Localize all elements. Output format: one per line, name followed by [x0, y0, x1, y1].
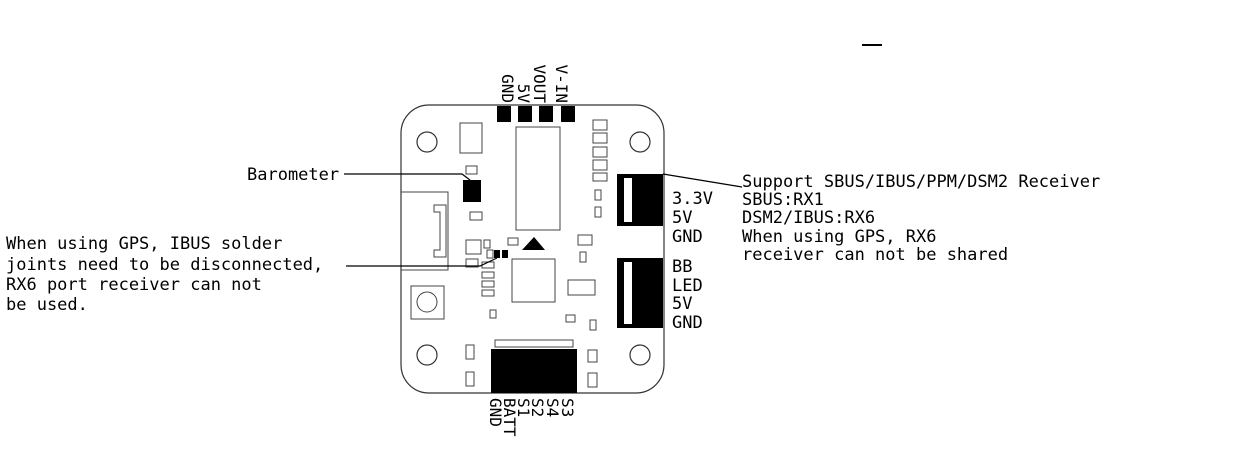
top-pin-label: VOUT: [530, 64, 549, 103]
component-top-left: [459, 122, 483, 154]
mounting-hole-top-left: [416, 131, 438, 153]
right-pin-label: GND: [672, 227, 703, 247]
mounting-hole-top-right: [629, 131, 651, 153]
top-pin-label: GND: [498, 74, 517, 103]
right-pin-label: GND: [672, 313, 703, 333]
right-pin-label: 3.3V: [672, 189, 713, 209]
top-pin-labels: GND 5V VOUT V-IN: [498, 64, 571, 103]
bottom-pin-label: S4: [543, 398, 562, 417]
passives-right: [577, 119, 608, 331]
receiver-leader-line: [662, 173, 743, 188]
gps-note: When using GPS, IBUS solder joints need …: [6, 234, 323, 315]
top-pin-label: 5V: [514, 84, 533, 104]
receiver-note-line: receiver can not be shared: [742, 245, 1008, 265]
bottom-pin-label: BATT: [500, 398, 519, 437]
led-buzzer-connector: [617, 258, 663, 328]
ibus-solder-joints: [486, 249, 508, 259]
receiver-note-line: DSM2/IBUS:RX6: [742, 208, 875, 228]
gps-note-line: be used.: [6, 295, 88, 315]
bottom-pin-label: S3: [558, 398, 577, 417]
barometer-leader-line: [344, 173, 471, 181]
bottom-pin-label: GND: [486, 398, 505, 427]
right-pin-label: 5V: [672, 294, 692, 314]
gps-note-line: joints need to be disconnected,: [6, 255, 323, 275]
receiver-note-line: SBUS:RX1: [742, 190, 824, 210]
right-pin-label: 5V: [672, 208, 692, 228]
receiver-note-line: When using GPS, RX6: [742, 227, 936, 247]
bottom-connector-outline: [494, 339, 574, 348]
bottom-pin-label: S1: [514, 398, 533, 417]
top-pin-label: V-IN: [552, 64, 571, 103]
right-pin-labels-lower: BB LED 5V GND: [672, 257, 703, 333]
gyro-chip: [511, 258, 556, 303]
top-pads: [497, 106, 575, 122]
right-pin-label: LED: [672, 276, 703, 296]
mounting-hole-bottom-right: [629, 344, 651, 366]
boot-button: [410, 285, 445, 320]
receiver-note-line: Support SBUS/IBUS/PPM/DSM2 Receiver: [742, 172, 1100, 192]
barometer-label: Barometer: [247, 165, 339, 185]
bottom-pin-label: S2: [528, 398, 547, 417]
barometer-chip: [463, 180, 481, 202]
receiver-note: Support SBUS/IBUS/PPM/DSM2 Receiver SBUS…: [742, 172, 1100, 265]
gps-note-line: RX6 port receiver can not: [6, 275, 262, 295]
mounting-hole-bottom-left: [416, 344, 438, 366]
usb-connector: [401, 191, 449, 271]
right-pin-labels-upper: 3.3V 5V GND: [672, 189, 713, 247]
right-pin-label: BB: [672, 257, 692, 277]
main-ic: [515, 126, 561, 231]
gps-leader-line: [346, 257, 498, 267]
gps-note-line: When using GPS, IBUS solder: [6, 234, 282, 254]
bottom-pin-labels: GND BATT S1 S2 S4 S3: [486, 398, 577, 437]
receiver-connector: [617, 174, 663, 226]
bottom-connector: [491, 349, 577, 393]
orientation-arrow-icon: [522, 237, 545, 250]
